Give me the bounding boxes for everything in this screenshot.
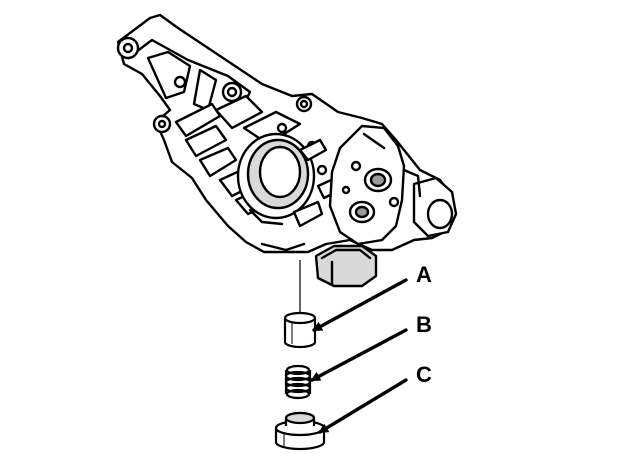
- callout-arrows: [310, 278, 408, 434]
- mount-hole-upper: [173, 75, 187, 89]
- relief-valve-bore: [426, 198, 454, 230]
- relief-valve-housing: [314, 244, 378, 288]
- arrow-c: [318, 378, 408, 434]
- label-b: B: [416, 312, 432, 337]
- oil-pump-housing: [116, 13, 458, 288]
- label-c: C: [416, 362, 432, 387]
- relief-valve-cap: [274, 411, 326, 451]
- crank-bore-inner: [258, 145, 302, 199]
- relief-valve-spring: [284, 364, 312, 400]
- relief-valve-piston: [283, 311, 317, 349]
- arrow-b: [310, 328, 408, 382]
- upper-mount-arm: [126, 38, 252, 106]
- arrow-a: [312, 278, 408, 332]
- label-a: A: [416, 262, 432, 287]
